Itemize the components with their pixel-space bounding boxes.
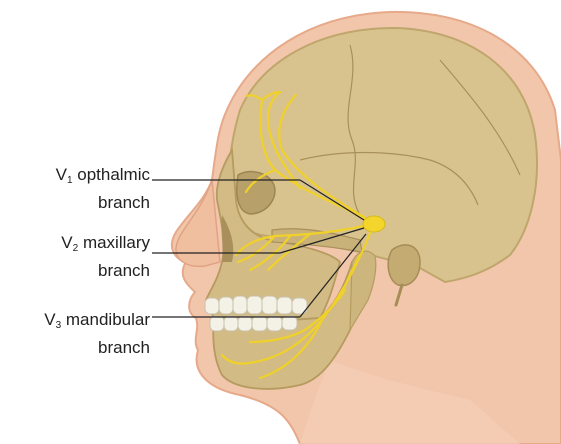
lower-teeth [210, 316, 297, 331]
ear-region [388, 245, 420, 286]
trigeminal-ganglion [363, 216, 385, 232]
